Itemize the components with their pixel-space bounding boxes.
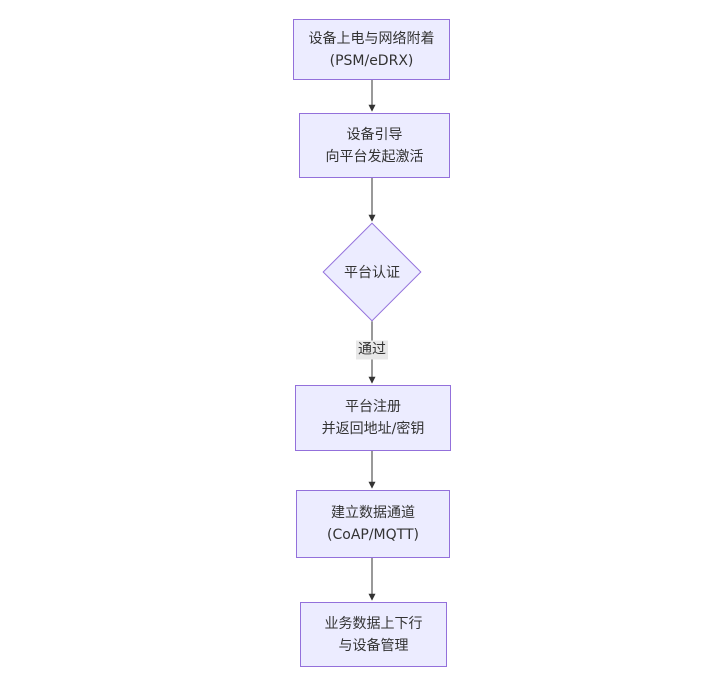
node-data-channel-line1: 建立数据通道 — [331, 505, 415, 521]
node-power-attach: 设备上电与网络附着 (PSM/eDRX) — [293, 19, 450, 80]
node-power-attach-line1: 设备上电与网络附着 — [308, 30, 435, 47]
node-register-line2: 并返回地址/密钥 — [321, 421, 425, 437]
node-business-data-line2: 与设备管理 — [338, 637, 409, 654]
node-bootstrap-line2: 向平台发起激活 — [325, 148, 424, 165]
node-bootstrap-line1: 设备引导 — [346, 126, 403, 143]
node-data-channel: 建立数据通道 (CoAP/MQTT) — [296, 490, 450, 558]
node-business-data-line1: 业务数据上下行 — [324, 615, 423, 632]
node-data-channel-line2: (CoAP/MQTT) — [327, 527, 419, 543]
decision-platform-auth-label: 平台认证 — [344, 265, 400, 281]
node-business-data: 业务数据上下行 与设备管理 — [300, 602, 447, 667]
node-power-attach-line2: (PSM/eDRX) — [329, 52, 414, 69]
node-register-line1: 平台注册 — [345, 399, 401, 415]
edge-label-pass: 通过 — [356, 340, 388, 360]
node-register: 平台注册 并返回地址/密钥 — [295, 385, 451, 451]
node-bootstrap: 设备引导 向平台发起激活 — [299, 113, 450, 178]
